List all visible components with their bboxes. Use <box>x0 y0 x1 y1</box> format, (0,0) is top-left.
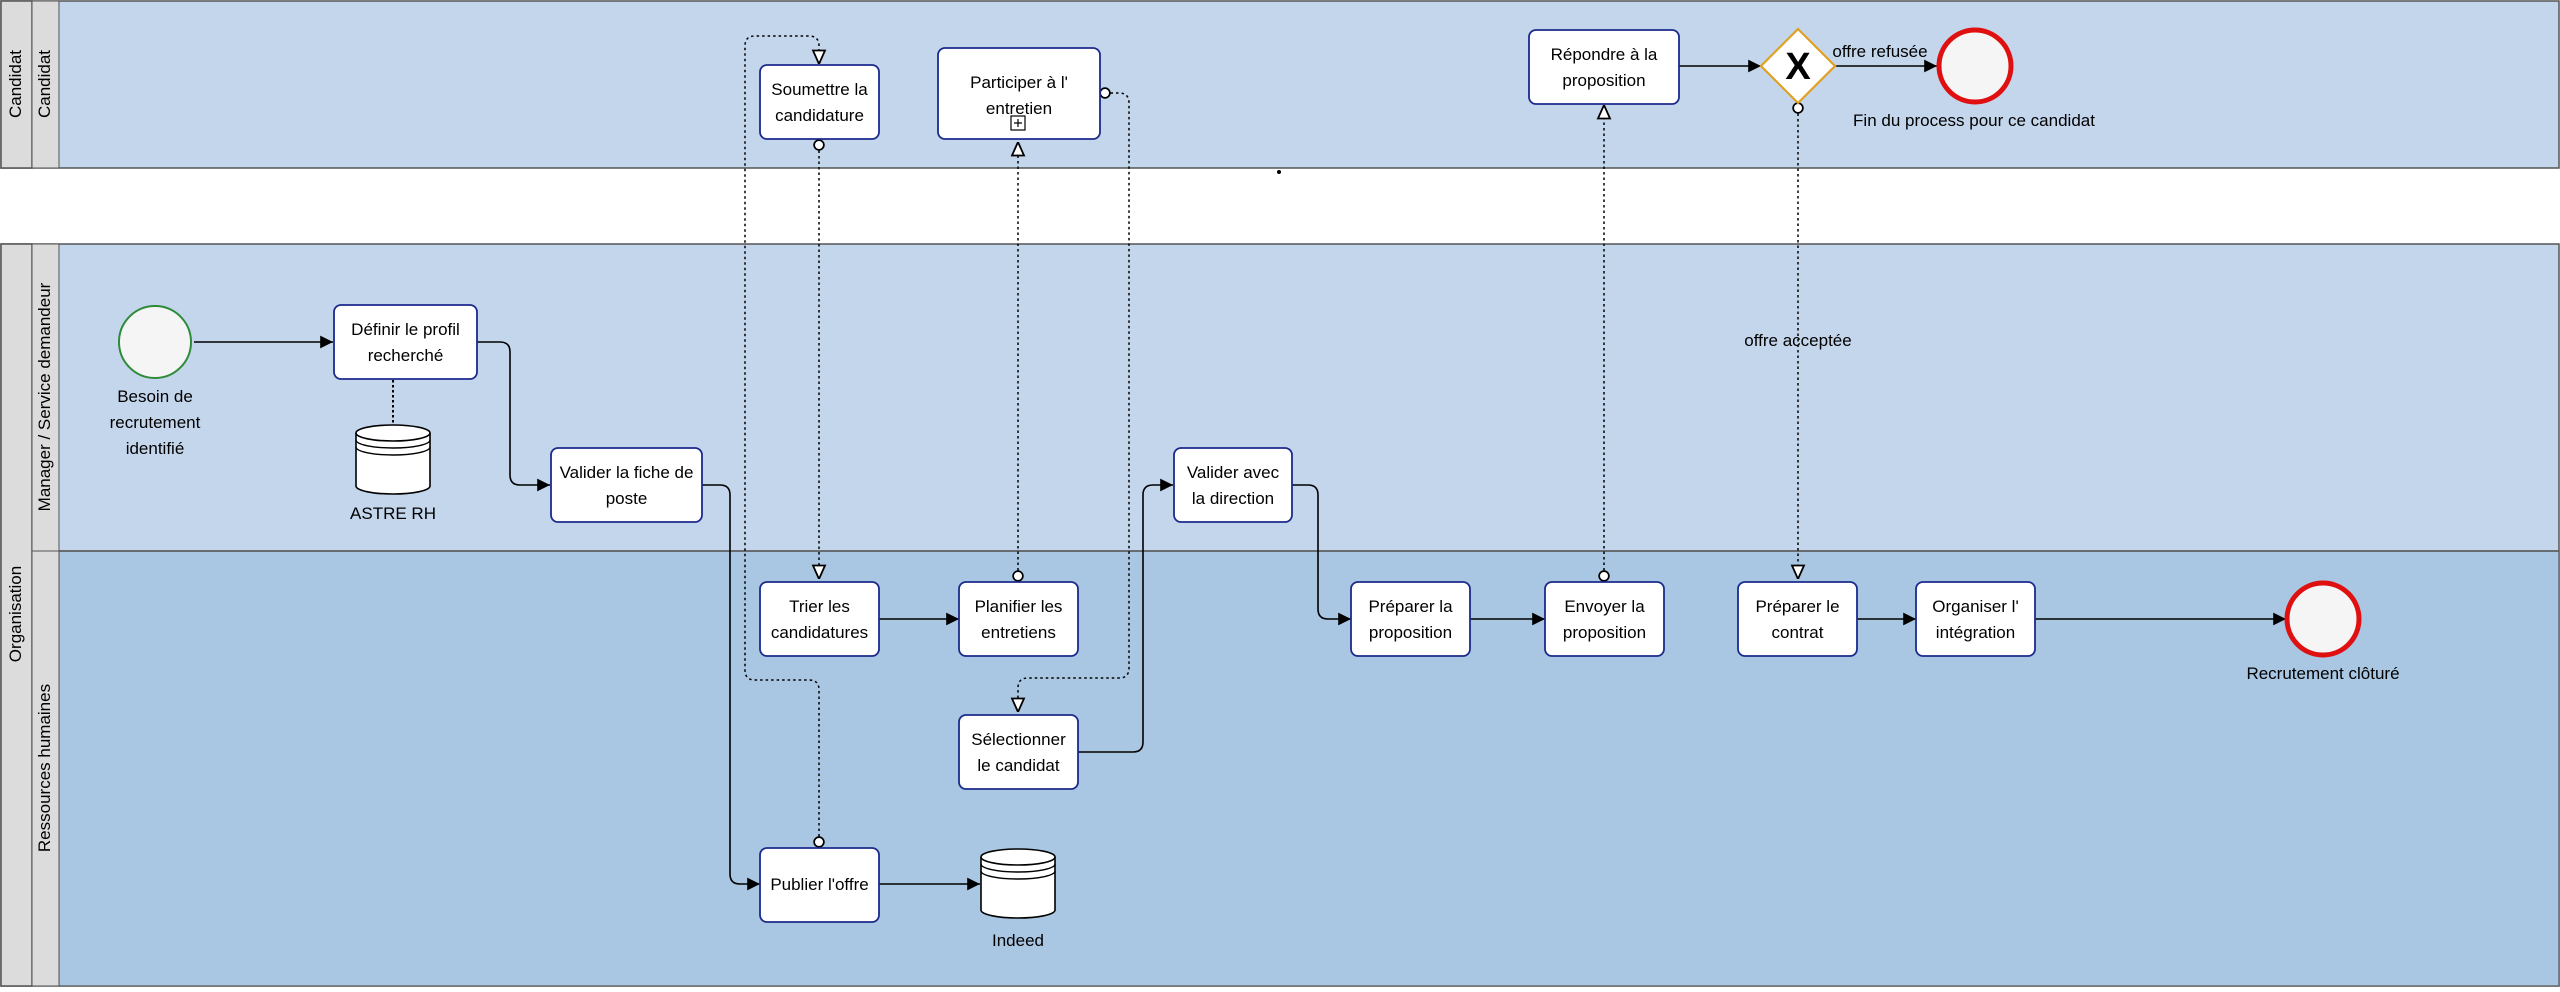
lane-candidat-label: Candidat <box>35 50 54 118</box>
task-box[interactable] <box>958 581 1079 657</box>
flow-valider-fiche-to-publier[interactable] <box>702 484 760 891</box>
subprocess-marker-icon[interactable] <box>1010 115 1026 131</box>
task-box[interactable] <box>759 581 880 657</box>
gateway-x-icon: X <box>1785 46 1811 88</box>
task-box[interactable] <box>1915 581 2036 657</box>
pool-organisation-label: Organisation <box>6 566 25 662</box>
task-label: Participer à l'entretien <box>970 73 1068 118</box>
task-box[interactable] <box>759 64 880 140</box>
database-icon <box>980 857 1056 919</box>
flow-valider-direction-to-preparer[interactable] <box>1292 484 1351 626</box>
task-box[interactable] <box>958 714 1079 790</box>
lane-manager-header[interactable] <box>31 243 60 552</box>
task-box[interactable] <box>1544 581 1665 657</box>
task-box[interactable] <box>1350 581 1471 657</box>
end-event-candidat-label: Fin du process pour ce candidat <box>1853 111 2095 130</box>
database-icon <box>355 433 431 495</box>
lane-candidat-header[interactable] <box>31 0 60 169</box>
task-organiser[interactable]: Organiser l'intégration <box>1915 581 2036 657</box>
pool-candidat: Candidat Candidat <box>0 0 2560 169</box>
lane-rh-header[interactable] <box>31 550 60 987</box>
task-box[interactable] <box>1528 29 1680 105</box>
pool-candidat-header[interactable] <box>0 0 33 169</box>
task-box[interactable] <box>1173 447 1293 523</box>
task-publier[interactable]: Publier l'offre <box>759 847 880 923</box>
flow-label-refusee: offre refusée <box>1832 42 1927 61</box>
lane-rh-label: Ressources humaines <box>35 684 54 852</box>
end-event-organisation-label: Recrutement clôturé <box>2246 664 2399 683</box>
task-box[interactable] <box>759 847 880 923</box>
message-flows <box>744 35 1798 842</box>
flow-definir-to-valider-fiche[interactable] <box>477 341 550 492</box>
data-store-indeed[interactable] <box>980 848 1056 919</box>
flow-label-acceptee: offre acceptée <box>1744 331 1851 350</box>
task-box[interactable] <box>1737 581 1858 657</box>
task-participer[interactable]: Participer à l'entretien <box>937 47 1101 140</box>
task-label: Publier l'offre <box>770 875 868 894</box>
data-store-astre[interactable] <box>355 424 431 495</box>
sequence-flows <box>194 59 2286 891</box>
data-store-astre-label: ASTRE RH <box>350 504 436 523</box>
canvas-dot <box>1277 170 1281 174</box>
end-event-candidat[interactable] <box>1936 27 2014 105</box>
end-event-organisation[interactable] <box>2284 580 2362 658</box>
exclusive-gateway[interactable]: X <box>1759 27 1837 105</box>
task-box[interactable] <box>333 304 478 380</box>
lane-manager-label: Manager / Service demandeur <box>35 282 54 511</box>
flow-selectionner-to-valider-direction[interactable] <box>1078 478 1173 753</box>
task-label: Organiser l'intégration <box>1932 597 2018 642</box>
task-box[interactable] <box>937 47 1101 140</box>
data-store-indeed-label: Indeed <box>992 931 1044 950</box>
pool-candidat-label: Candidat <box>6 50 25 118</box>
task-box[interactable] <box>550 447 703 523</box>
message-publier-to-soumettre[interactable] <box>744 35 819 842</box>
lane-candidat-background <box>0 0 2560 169</box>
start-event[interactable] <box>118 305 192 379</box>
lane-rh-background <box>58 550 2560 987</box>
message-participer-to-selectionner[interactable] <box>1018 93 1130 712</box>
